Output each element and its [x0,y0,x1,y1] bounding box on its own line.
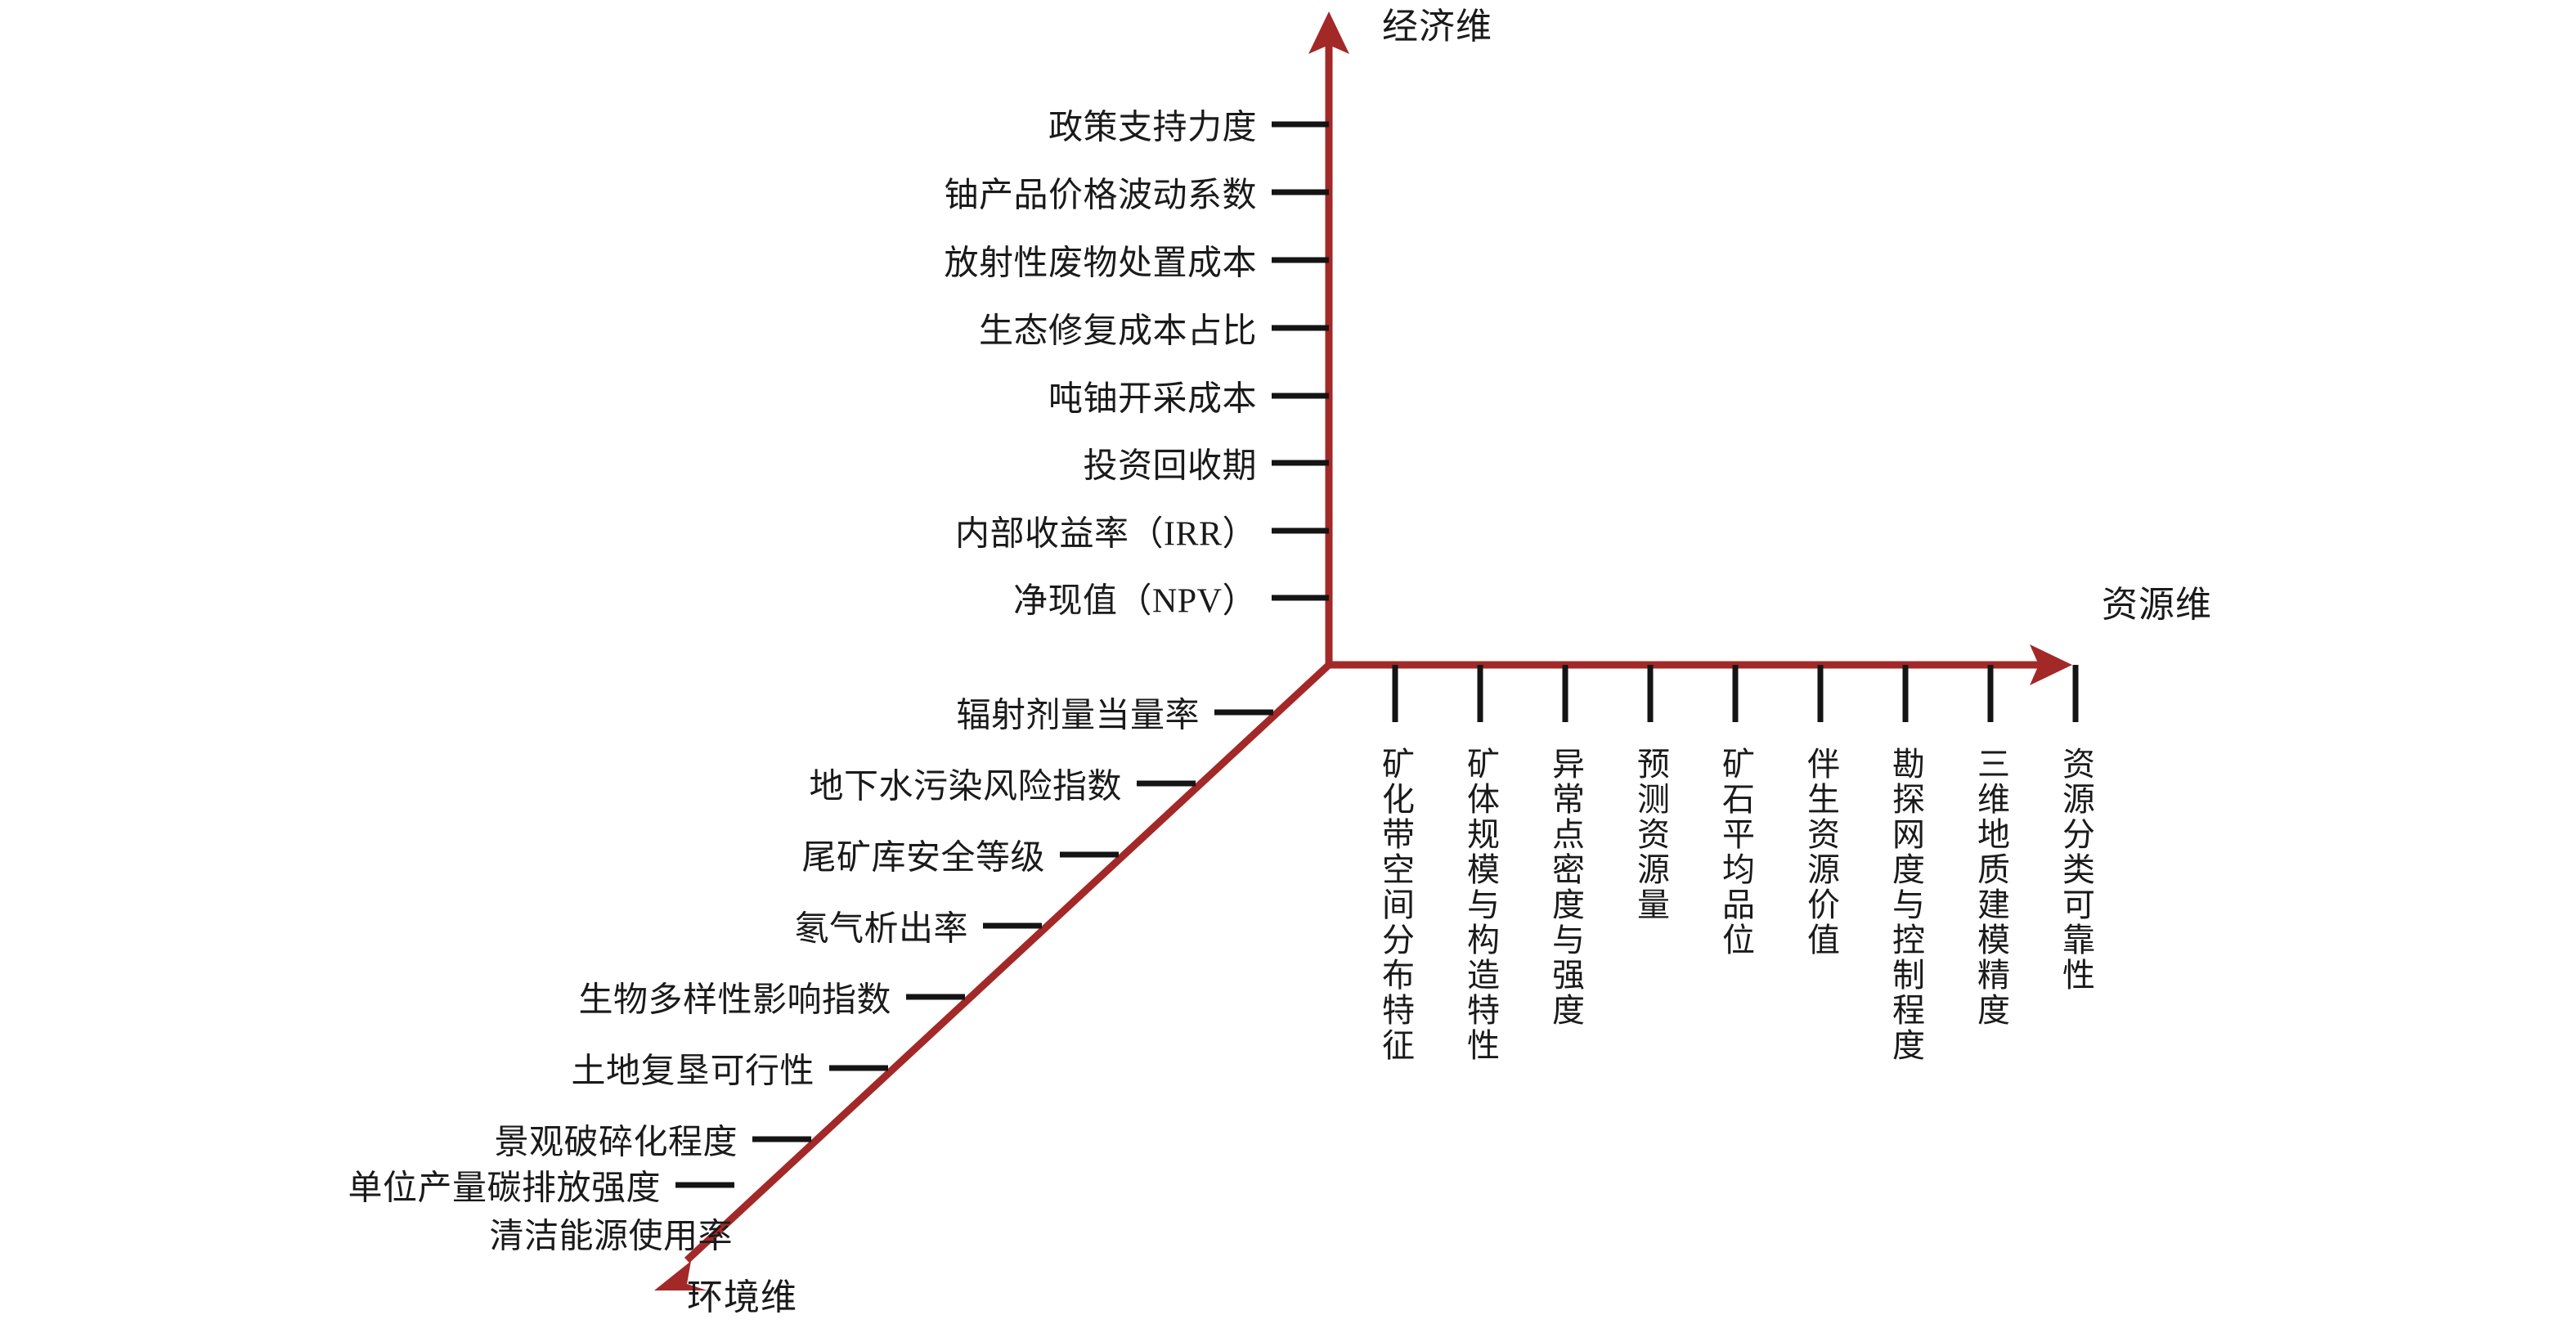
economic-indicator-label: 内部收益率（IRR） [954,515,1257,554]
environment-indicator-label: 景观破碎化程度 [494,1124,738,1162]
environment-indicator-label: 单位产量碳排放强度 [348,1169,661,1208]
economic-axis-arrowhead [1308,11,1349,54]
resource-indicator-label: 三维地质建模精度 [1972,747,2009,1028]
resource-axis-title: 资源维 [2102,585,2212,625]
economic-indicator-label: 放射性废物处置成本 [944,245,1257,283]
resource-indicator-label: 矿体规模与构造特性 [1462,747,1499,1063]
resource-indicator-label: 矿石平均品位 [1717,747,1754,958]
environment-axis-title: 环境维 [687,1277,797,1317]
environment-indicator-label: 辐射剂量当量率 [956,697,1200,735]
resource-indicator-label: 伴生资源价值 [1802,747,1839,958]
resource-axis-arrowhead [2030,644,2072,685]
economic-indicator-label: 净现值（NPV） [1012,582,1257,621]
environment-indicator-label: 土地复垦可行性 [571,1053,815,1091]
tick-marks [675,121,2079,1188]
axis-lines [654,11,2072,1290]
environment-indicator-label: 清洁能源使用率 [489,1218,733,1256]
environment-indicator-label: 地下水污染风险指数 [809,768,1122,806]
resource-indicator-label: 异常点密度与强度 [1547,747,1584,1028]
economic-axis-title: 经济维 [1382,7,1492,47]
economic-indicator-label: 生态修复成本占比 [978,312,1257,351]
environment-indicator-label: 生物多样性影响指数 [578,981,891,1020]
resource-indicator-label: 预测资源量 [1632,747,1669,922]
environment-indicator-label: 尾矿库安全等级 [801,839,1045,877]
environment-indicator-label: 氡气析出率 [794,910,968,949]
environment-axis-line [684,662,1332,1263]
economic-indicator-label: 铀产品价格波动系数 [944,177,1257,215]
resource-indicator-label: 资源分类可靠性 [2058,747,2094,993]
environment-axis-arrowhead [654,1261,707,1290]
resource-indicator-label: 矿化带空间分布特征 [1377,747,1414,1063]
economic-indicator-label: 吨铀开采成本 [1048,380,1257,419]
economic-indicator-label: 投资回收期 [1083,447,1257,486]
economic-indicator-label: 政策支持力度 [1048,109,1257,147]
resource-indicator-label: 勘探网度与控制程度 [1887,747,1924,1063]
